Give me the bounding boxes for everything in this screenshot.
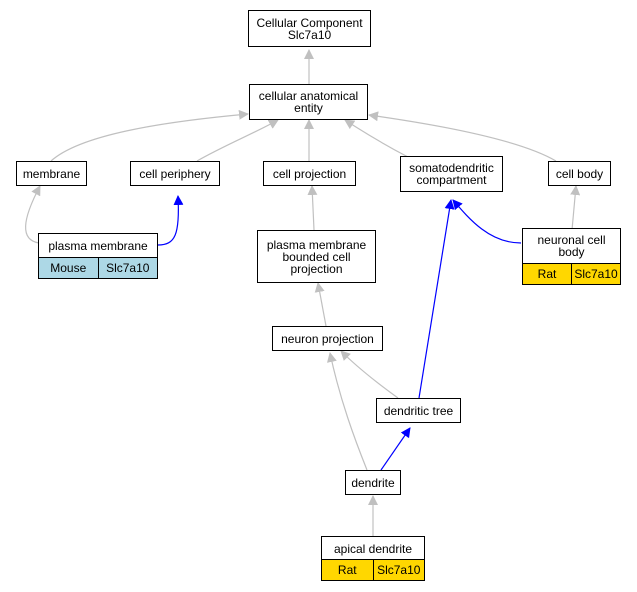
node-label: somatodendritic compartment: [409, 161, 494, 187]
node-membrane[interactable]: membrane: [16, 161, 87, 186]
gene-badge: Slc7a10: [372, 560, 424, 580]
gene-badge: Slc7a10: [97, 258, 157, 278]
node-dendritic-tree[interactable]: dendritic tree: [376, 398, 461, 423]
node-cell-periphery[interactable]: cell periphery: [130, 161, 220, 186]
node-label: neuronal cell body: [537, 233, 606, 259]
edge-plasma-membrane-to-membrane: [25, 185, 41, 244]
node-cellular-anatomical-entity[interactable]: cellular anatomical entity: [249, 84, 368, 120]
node-cellular-component[interactable]: Cellular Component Slc7a10: [248, 10, 371, 47]
node-cell-body[interactable]: cell body: [548, 161, 611, 186]
node-plasma-membrane-bounded-cell-projection[interactable]: plasma membrane bounded cell projection: [257, 230, 376, 283]
species-badge: Rat: [322, 560, 373, 580]
node-label: apical dendrite: [333, 541, 413, 556]
edge-membrane-to-cae: [50, 109, 249, 162]
node-label: dendritic tree: [383, 403, 454, 418]
node-label: cellular anatomical entity: [258, 89, 359, 115]
annotation-apical-dendrite: Rat Slc7a10: [321, 559, 425, 581]
node-label: cell body: [555, 166, 604, 181]
node-label: dendrite: [351, 475, 395, 490]
annotation-neuronal-cell-body: Rat Slc7a10: [522, 263, 621, 285]
edge-plasma-membrane-to-cell-periphery: [157, 195, 184, 246]
edge-neuronal-cell-body-to-somatodendritic: [452, 199, 522, 244]
node-label: Cellular Component Slc7a10: [256, 15, 363, 42]
edge-cell-body-to-cae: [368, 111, 557, 162]
edge-neuronal-cell-body-to-cell-body: [570, 185, 581, 231]
edge-neuron-projection-to-pmbcp: [314, 282, 327, 327]
node-cell-projection[interactable]: cell projection: [263, 161, 356, 186]
node-dendrite[interactable]: dendrite: [345, 470, 401, 495]
node-plasma-membrane[interactable]: plasma membrane: [38, 233, 158, 258]
species-badge: Mouse: [39, 258, 98, 278]
gene-badge: Slc7a10: [571, 264, 620, 284]
node-label: cell periphery: [139, 166, 211, 181]
species-badge: Rat: [523, 264, 571, 284]
edge-dendritic-tree-to-somatodendritic: [418, 199, 455, 399]
node-neuronal-cell-body[interactable]: neuronal cell body: [522, 228, 621, 264]
node-apical-dendrite[interactable]: apical dendrite: [321, 536, 425, 561]
node-somatodendritic-compartment[interactable]: somatodendritic compartment: [400, 156, 503, 192]
node-label: membrane: [22, 166, 81, 181]
node-neuron-projection[interactable]: neuron projection: [272, 326, 383, 351]
node-label: cell projection: [272, 166, 347, 181]
node-label: plasma membrane bounded cell projection: [266, 237, 367, 276]
edge-dendritic-tree-to-neuron-projection: [340, 350, 399, 399]
edge-cell-periphery-to-cae: [196, 119, 279, 162]
node-label: neuron projection: [281, 331, 374, 346]
edge-pmbcp-to-cell-projection: [307, 185, 318, 231]
edge-dendrite-to-neuron-projection: [326, 352, 368, 471]
edge-somatodendritic-to-cae: [344, 119, 409, 158]
annotation-plasma-membrane: Mouse Slc7a10: [38, 257, 158, 279]
edge-dendrite-to-dendritic-tree: [380, 427, 411, 471]
node-label: plasma membrane: [48, 238, 148, 253]
